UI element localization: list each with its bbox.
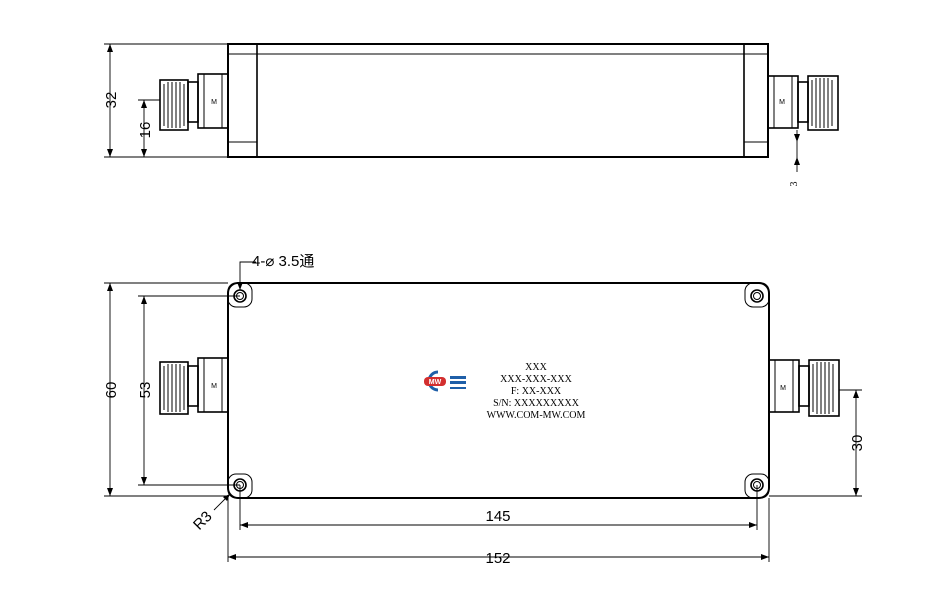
front-view-body (227, 282, 770, 499)
label-line-2: XXX-XXX-XXX (500, 374, 572, 385)
front-right-connector: M (768, 359, 840, 417)
hole-note-label: 4-⌀ 3.5通 (252, 253, 314, 270)
dim-16-label: 16 (137, 122, 154, 139)
dim-152: 152 (227, 498, 770, 567)
label-line-3: F: XX-XXX (511, 386, 562, 397)
dim-53-label: 53 (137, 382, 154, 399)
top-view-body (227, 43, 769, 158)
label-line-1: XXX (525, 362, 547, 373)
dim-3: 3 (789, 130, 800, 187)
dim-145-label: 145 (485, 508, 510, 525)
dim-32: 32 (103, 43, 228, 158)
front-view: M M MW XXX XXX-XXX-XXX F: XX (103, 253, 866, 567)
dim-r3: R3 (190, 493, 231, 534)
dim-152-label: 152 (485, 550, 510, 567)
dim-60: 60 (103, 282, 228, 497)
top-left-connector: M (159, 73, 229, 131)
dim-60-label: 60 (103, 382, 120, 399)
hole-note: 4-⌀ 3.5通 (237, 253, 314, 290)
dim-3-label: 3 (789, 182, 800, 187)
top-right-port-mark: M (779, 99, 785, 106)
top-view: M M 32 16 (103, 43, 839, 187)
dim-30: 30 (769, 389, 866, 497)
dim-16: 16 (137, 99, 160, 158)
front-left-connector: M (159, 357, 229, 415)
front-right-port-mark: M (780, 385, 786, 392)
logo-text: MW (429, 379, 442, 386)
dim-53: 53 (137, 295, 240, 486)
label-line-5: WWW.COM-MW.COM (487, 410, 586, 421)
company-logo: MW (424, 370, 466, 392)
front-left-port-mark: M (211, 383, 217, 390)
dim-32-label: 32 (103, 92, 120, 109)
product-label: MW XXX XXX-XXX-XXX F: XX-XXX S/N: XXXXXX… (424, 362, 585, 421)
dim-145: 145 (239, 485, 758, 530)
top-right-connector: M (767, 75, 839, 131)
dim-r3-label: R3 (190, 508, 216, 534)
label-line-4: S/N: XXXXXXXXX (493, 398, 580, 409)
dim-30-label: 30 (849, 435, 866, 452)
top-left-port-mark: M (211, 99, 217, 106)
